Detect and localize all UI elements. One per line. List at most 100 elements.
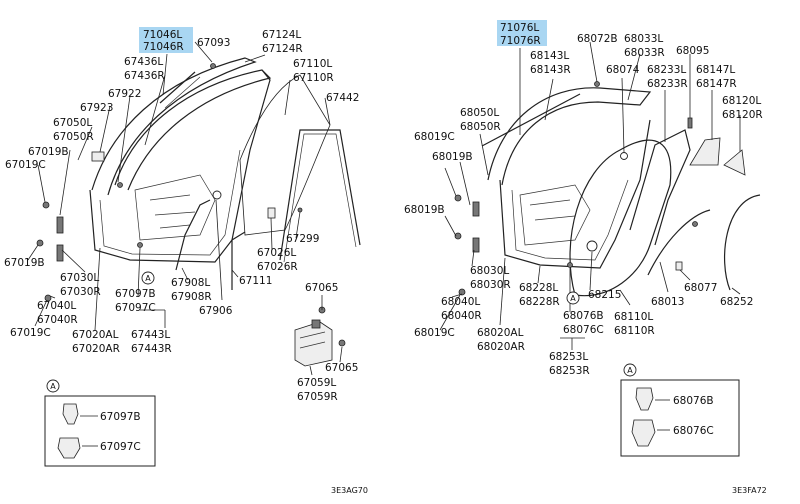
label-67097B: 67097B [115,288,156,300]
callout-a-right-letter: A [570,294,576,303]
label-68019C-b: 68019C [414,327,455,339]
label-68077: 68077 [684,282,717,294]
clip-67299 [297,207,303,213]
label-68120R: 68120R [722,109,763,121]
label-67050R: 67050R [53,131,94,143]
front-door-panel [89,69,271,263]
label-68147R: 68147R [696,78,737,90]
clip-67097c-icon [57,437,81,459]
front-door-diagram: A 71046L 71046R 67093 67124L 67124R 6743… [4,27,368,495]
belt-moulding-2 [164,76,201,109]
label-67908L: 67908L [171,277,210,289]
quarter-glass-frame [689,137,721,166]
label-67442: 67442 [326,92,359,104]
label-67030R: 67030R [60,286,101,298]
screw-67093 [210,63,216,69]
rear-lower-hinge [472,237,480,253]
rear-channel-68013 [647,209,711,276]
label-67923: 67923 [80,102,113,114]
inset-label-67097B: 67097B [100,411,141,423]
label-67040R: 67040R [37,314,78,326]
label-67124L: 67124L [262,29,301,41]
label-67097C: 67097C [115,302,156,314]
label-68019C-a: 68019C [414,131,455,143]
highlight-71076 [497,20,547,46]
label-68215: 68215 [588,289,621,301]
label-68233L: 68233L [647,64,686,76]
clip-68095 [687,117,693,129]
left-leader-lines [27,41,343,376]
label-67065-a: 67065 [305,282,338,294]
label-67019C-a: 67019C [5,159,46,171]
grommet-68074 [620,152,628,160]
front-door-regulator-arms [149,194,196,229]
label-67040L: 67040L [37,300,76,312]
label-68030L: 68030L [470,265,509,277]
rear-door-panel [499,119,651,269]
lower-hinge [56,244,64,262]
label-68076B: 68076B [563,310,604,322]
bolt-68019c [458,288,466,296]
label-67065-b: 67065 [325,362,358,374]
label-67059L: 67059L [297,377,336,389]
callout-a-left-letter: A [145,274,151,283]
callout-a-right [566,291,580,305]
right-leader-lines [439,41,741,350]
label-68110L: 68110L [614,311,653,323]
rear-door-frame-outer [487,87,652,186]
glass-run-channel-inner [283,133,357,263]
label-67020AL: 67020AL [72,329,119,341]
label-68033L: 68033L [624,33,663,45]
label-67922: 67922 [108,88,141,100]
rear-door-regulator-arms [529,199,576,221]
label-68013: 68013 [651,296,684,308]
label-68228R: 68228R [519,296,560,308]
rear-channel [175,199,211,271]
door-lock-assembly [294,306,346,367]
quarter-glass [723,149,746,176]
grommet-67906 [212,190,222,200]
right-inset-box: A 68076B 68076C [620,363,740,457]
bolt-67019b-b [36,239,44,247]
inset-label-68076C: 68076C [673,425,714,437]
label-67110L: 67110L [293,58,332,70]
label-67019B-b: 67019B [4,257,45,269]
left-inset-box: A 67097B 67097C [44,379,156,467]
label-67443L: 67443L [131,329,170,341]
label-68020AL: 68020AL [477,327,524,339]
door-check-block [91,151,105,162]
label-68033R: 68033R [624,47,665,59]
label-68233R: 68233R [647,78,688,90]
label-71076R: 71076R [500,35,541,47]
label-71076L: 71076L [500,22,539,34]
label-67124R: 67124R [262,43,303,55]
rear-belt-moulding [481,93,581,147]
inset-a-right-circle [623,363,637,377]
label-67299: 67299 [286,233,319,245]
rear-door-diagram: A 71076L 71076R 68072B 68033L 68033R 680… [404,20,767,495]
label-67026R: 67026R [257,261,298,273]
label-68143R: 68143R [530,64,571,76]
label-67906: 67906 [199,305,233,317]
inset-a-right-letter: A [627,366,633,375]
screw-68072b [594,81,600,87]
label-68253L: 68253L [549,351,588,363]
clip-67922 [117,182,123,188]
clip-67097b-icon [62,403,79,425]
label-68050R: 68050R [460,121,501,133]
label-68019B-b: 68019B [404,204,445,216]
upper-hinge [56,216,64,234]
glass-run-channel [279,129,361,261]
label-68040L: 68040L [441,296,480,308]
inset-label-67097C: 67097C [100,441,141,453]
bracket-68077 [675,261,683,271]
label-67093: 67093 [197,37,230,49]
label-67111: 67111 [239,275,272,287]
label-68120L: 68120L [722,95,761,107]
label-71046L: 71046L [143,29,182,41]
label-67110R: 67110R [293,72,334,84]
label-67436L: 67436L [124,56,163,68]
label-67030L: 67030L [60,272,99,284]
label-67908R: 67908R [171,291,212,303]
label-68020AR: 68020AR [477,341,525,353]
